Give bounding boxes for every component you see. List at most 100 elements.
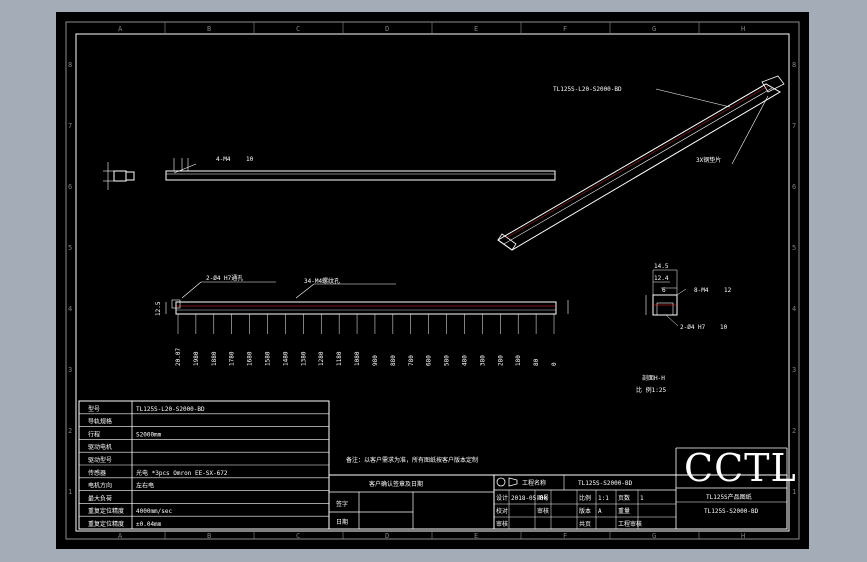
spec-label: 行程 xyxy=(88,430,100,438)
spec-value: 4000mm/sec xyxy=(136,508,173,515)
zone-col-top: H xyxy=(741,25,745,33)
section-m-note: 8-M4 xyxy=(694,287,709,294)
zone-row-left: 3 xyxy=(68,366,72,374)
title-block-cell: 审核 xyxy=(537,507,549,515)
dimension-label: 680 xyxy=(426,355,433,366)
section-scale: 比 例1:25 xyxy=(636,386,666,394)
dimension-label: 1880 xyxy=(211,351,218,366)
zone-row-right: 8 xyxy=(792,61,796,69)
front-left-note: 2-Ø4 H7通孔 xyxy=(206,274,243,282)
projection-symbol-icon xyxy=(496,477,506,487)
drawing-number: TL125S-S2000-BD xyxy=(578,480,633,487)
iso-view-rail: TL125S-L20-S2000-BD 3X钢垫片 xyxy=(497,75,785,251)
title-block-cell: 设计 xyxy=(496,494,508,502)
series-name: TL125S产品图纸 xyxy=(706,493,752,501)
iso-part-label: TL125S-L20-S2000-BD xyxy=(553,86,622,93)
dimension-label: 1480 xyxy=(282,351,289,366)
title-block-cell: 版本 xyxy=(579,507,591,515)
section-dim-small: 6 xyxy=(662,287,666,294)
dimension-label: 480 xyxy=(461,355,468,366)
dimension-label: 380 xyxy=(479,355,486,366)
cctl-logo: CCTL xyxy=(684,446,797,490)
part-number: TL125S-S2000-BD xyxy=(704,508,759,515)
zone-row-left: 5 xyxy=(68,244,72,252)
zone-row-right: 7 xyxy=(792,122,796,130)
zone-labels-right: 8 7 6 5 4 3 2 1 xyxy=(792,61,796,496)
zone-col-top: F xyxy=(563,25,567,33)
date-label: 日期 xyxy=(336,518,348,526)
front-mid-note: 34-M4螺纹孔 xyxy=(304,277,340,285)
title-block-cell: 1:1 xyxy=(598,495,609,502)
section-m-depth: 12 xyxy=(724,287,732,294)
dimension-label: 1580 xyxy=(265,351,272,366)
confirm-box: 客户确认签章及日期 签字 日期 xyxy=(328,474,495,530)
dimension-label: 1380 xyxy=(300,351,307,366)
zone-col-bottom: C xyxy=(296,532,300,540)
zone-row-right: 3 xyxy=(792,366,796,374)
dimension-label: 20.07 xyxy=(175,348,182,366)
zone-row-left: 2 xyxy=(68,427,72,435)
spec-value: S2000mm xyxy=(136,431,162,438)
title-block-cell: 比例 xyxy=(579,494,591,502)
iso-note: 3X钢垫片 xyxy=(696,156,721,164)
zone-col-bottom: F xyxy=(563,532,567,540)
dimension-label: 0 xyxy=(551,362,558,366)
front-view-dimension-ticks xyxy=(177,314,555,334)
spec-label: 重复定位精度 xyxy=(88,520,124,528)
section-hole-depth: 10 xyxy=(720,324,728,331)
spec-value: 左右电 xyxy=(136,482,154,490)
title-block-cell: 共页 xyxy=(579,520,591,528)
section-label: 剖面H-H xyxy=(642,374,665,382)
dimension-label: 280 xyxy=(497,355,504,366)
spec-label: 导轨规格 xyxy=(88,418,112,426)
title-block-cell: 重量 xyxy=(618,507,630,515)
inner-frame xyxy=(75,33,790,532)
dimension-label: 180 xyxy=(515,355,522,366)
zone-row-right: 2 xyxy=(792,427,796,435)
title-block-cell: 审核 xyxy=(496,520,508,528)
dimension-label: 580 xyxy=(444,355,451,366)
zone-row-right: 1 xyxy=(792,488,796,496)
top-view-depth: 10 xyxy=(246,156,254,163)
top-view-note: 4-M4 xyxy=(216,156,231,163)
spec-label: 传感器 xyxy=(88,469,106,477)
section-dim-top: 14.5 xyxy=(654,263,669,270)
spec-value: TL125S-L20-S2000-BD xyxy=(136,406,205,413)
dimension-label: 880 xyxy=(390,355,397,366)
zone-row-left: 7 xyxy=(68,122,72,130)
title-block-cell: 1 xyxy=(640,495,644,502)
dimension-label: 1280 xyxy=(318,351,325,366)
spec-label: 驱动电机 xyxy=(88,443,112,451)
zone-row-right: 6 xyxy=(792,183,796,191)
dimension-label: 1980 xyxy=(193,351,200,366)
dimension-label: 80 xyxy=(533,358,540,366)
confirm-label: 客户确认签章及日期 xyxy=(369,480,423,488)
zone-row-right: 5 xyxy=(792,244,796,252)
zone-row-left: 4 xyxy=(68,305,72,313)
dimension-label: 780 xyxy=(408,355,415,366)
zone-col-top: C xyxy=(296,25,300,33)
spec-label: 重复定位精度 xyxy=(88,507,124,515)
zone-row-left: 6 xyxy=(68,183,72,191)
sign-label: 签字 xyxy=(336,500,348,508)
dimension-label: 1680 xyxy=(247,351,254,366)
dimension-label: 1780 xyxy=(229,351,236,366)
company-label: 工程名称 xyxy=(522,479,546,487)
title-block-cell: 页数 xyxy=(618,494,630,502)
zone-col-top: D xyxy=(385,25,389,33)
title-block-cell: 工程审核 xyxy=(618,520,642,528)
zone-col-bottom: H xyxy=(741,532,745,540)
section-dim-mid: 12.4 xyxy=(654,275,669,282)
zone-row-right: 4 xyxy=(792,305,796,313)
spec-label: 驱动型号 xyxy=(88,456,112,464)
